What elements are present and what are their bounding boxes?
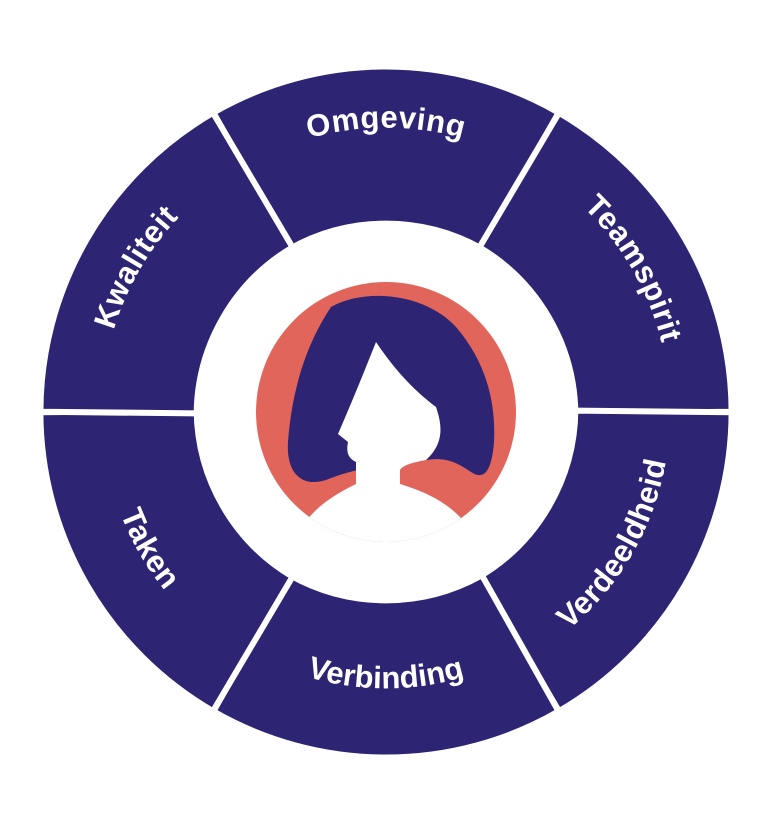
avatar-face [291,342,481,542]
person-silhouette-icon [256,282,516,542]
